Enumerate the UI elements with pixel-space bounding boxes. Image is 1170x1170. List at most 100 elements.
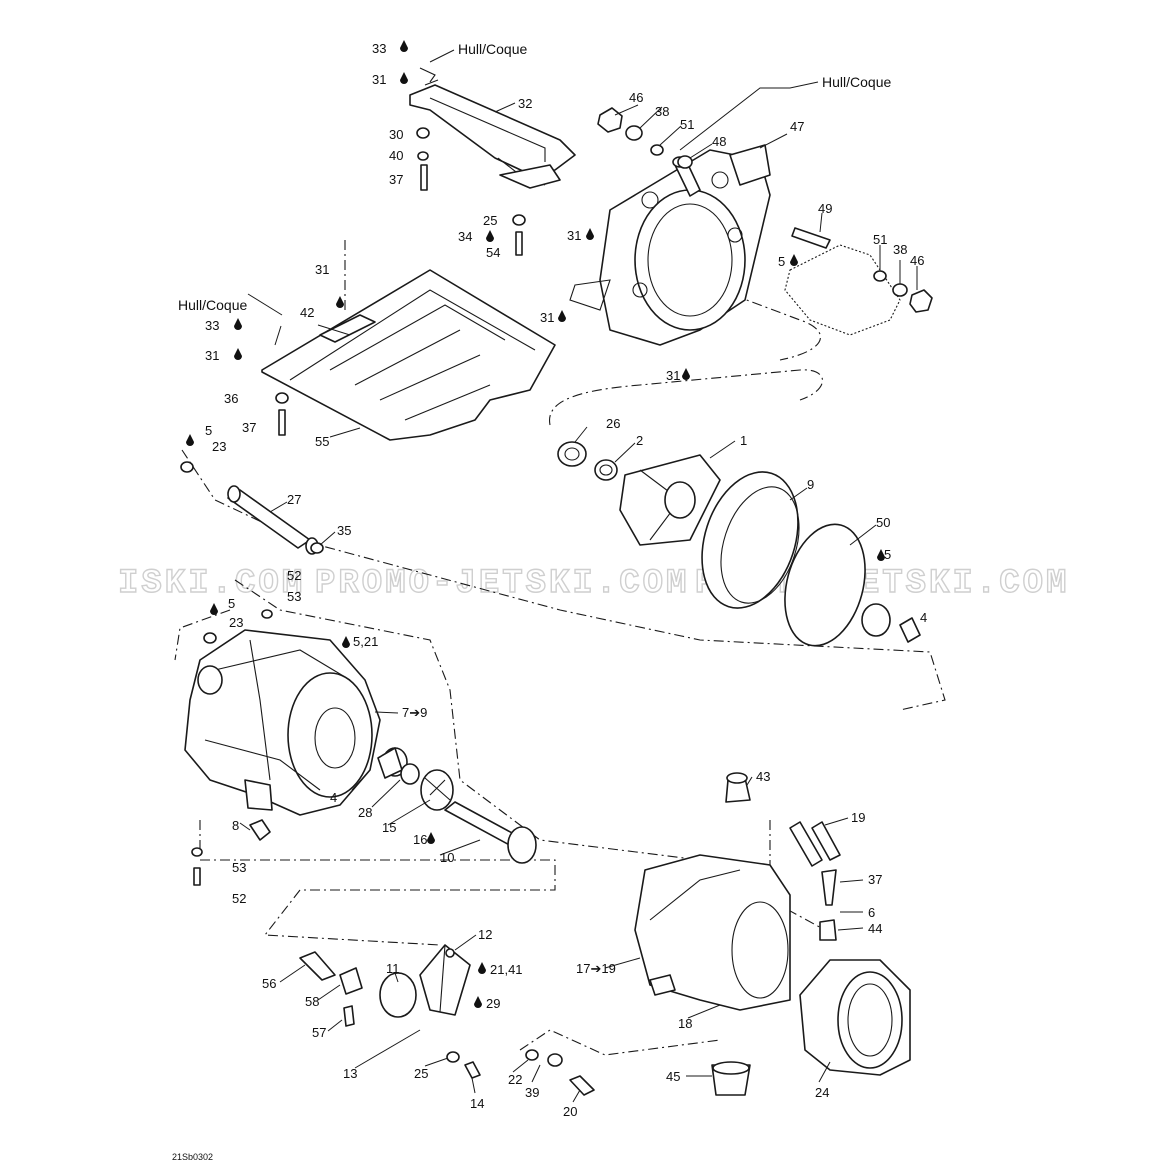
part-49-grille [784, 227, 901, 336]
callout-5-21: 5,21 [353, 634, 378, 649]
callout-31-e: 31 [315, 262, 329, 277]
callout-35: 35 [337, 523, 351, 538]
callout-11: 11 [386, 961, 400, 976]
part-1-impeller [619, 454, 721, 546]
callout-29: 29 [486, 996, 500, 1011]
part-pump-housing [184, 629, 381, 816]
reference-code: 21Sb0302 [172, 1152, 213, 1162]
drop-icon [210, 603, 218, 615]
callout-36: 36 [224, 391, 238, 406]
hardware-lower-left [445, 948, 481, 1079]
callout-37: 37 [389, 172, 403, 187]
drop-icon [427, 832, 435, 844]
callout-52-b: 52 [232, 891, 246, 906]
callout-12: 12 [478, 927, 492, 942]
callout-38: 38 [655, 104, 669, 119]
part-37-bolt-right [821, 869, 837, 906]
callout-33: 33 [372, 41, 386, 56]
part-9-wear-ring [701, 471, 800, 609]
callout-54: 54 [486, 245, 500, 260]
callout-27: 27 [287, 492, 301, 507]
part-32-support-bracket [409, 67, 576, 189]
callout-5-b: 5 [205, 423, 212, 438]
part-11-o-ring [379, 972, 417, 1018]
callout-23: 23 [212, 439, 226, 454]
callout-57: 57 [312, 1025, 326, 1040]
drop-icon [186, 434, 194, 446]
part-venturi [634, 854, 791, 1011]
hardware-top-right [597, 107, 933, 313]
callout-34: 34 [458, 229, 472, 244]
hardware-left-stack [180, 127, 526, 886]
callout-22: 22 [508, 1072, 522, 1087]
assembly-centerlines [174, 240, 946, 1056]
drop-icon [682, 368, 690, 380]
callout-49: 49 [818, 201, 832, 216]
callout-28: 28 [358, 805, 372, 820]
callout-18: 18 [678, 1016, 692, 1031]
part-55-ride-plate [261, 269, 556, 441]
part-2-bushing [594, 459, 618, 481]
drop-icon [790, 254, 798, 266]
drop-icon [400, 72, 408, 84]
adhesive-drop-icons [186, 40, 885, 1008]
callout-4-b: 4 [330, 790, 337, 805]
callout-53: 53 [287, 589, 301, 604]
watermark-center: PROMO-JETSKI.COM [315, 565, 689, 603]
drop-icon [336, 296, 344, 308]
drop-icon [486, 230, 494, 242]
drop-icon [877, 549, 885, 561]
callout-9: 9 [807, 477, 814, 492]
callout-19: 19 [851, 810, 865, 825]
callout-21-41: 21,41 [490, 962, 523, 977]
part-58-fitting [339, 967, 363, 995]
callout-25-b: 25 [414, 1066, 428, 1081]
callout-50: 50 [876, 515, 890, 530]
callout-2: 2 [636, 433, 643, 448]
leader-lines [239, 49, 918, 1103]
callout-44: 44 [868, 921, 882, 936]
callout-1: 1 [740, 433, 747, 448]
callout-10: 10 [440, 850, 454, 865]
callout-45: 45 [666, 1069, 680, 1084]
callout-33-b: 33 [205, 318, 219, 333]
callout-4: 4 [920, 610, 927, 625]
part-13-cone [419, 944, 471, 1016]
callout-5-c: 5 [884, 547, 891, 562]
callout-42: 42 [300, 305, 314, 320]
part-19-pins [789, 821, 841, 867]
callout-46-b: 46 [910, 253, 924, 268]
part-26-seal [557, 441, 587, 467]
callout-7-9: 7➔9 [402, 705, 427, 720]
callout-53-b: 53 [232, 860, 246, 875]
callout-8: 8 [232, 818, 239, 833]
part-43-bushing [725, 772, 751, 803]
part-27-shaft [227, 485, 319, 555]
part-56-screw [299, 951, 336, 981]
part-intake-housing [569, 144, 771, 346]
callout-17-19: 17➔19 [576, 961, 616, 976]
part-24-steering-nozzle [799, 959, 911, 1076]
part-57-bolt [343, 1005, 355, 1027]
part-45-cap [711, 1061, 751, 1096]
callout-31-f: 31 [205, 348, 219, 363]
part-15-vane [420, 769, 454, 811]
drop-icon [474, 996, 482, 1008]
callout-37-b: 37 [242, 420, 256, 435]
drop-icon [586, 228, 594, 240]
callout-38-b: 38 [893, 242, 907, 257]
callout-6: 6 [868, 905, 875, 920]
callout-13: 13 [343, 1066, 357, 1081]
callout-24: 24 [815, 1085, 829, 1100]
hull-label-left: Hull/Coque [178, 297, 247, 313]
callout-31: 31 [372, 72, 386, 87]
hardware-20-22-39 [525, 1049, 595, 1096]
part-8-plug [249, 819, 271, 841]
callout-31-d: 31 [666, 368, 680, 383]
callout-26: 26 [606, 416, 620, 431]
callout-16: 16 [413, 832, 427, 847]
callout-51: 51 [680, 117, 694, 132]
callout-51-b: 51 [873, 232, 887, 247]
